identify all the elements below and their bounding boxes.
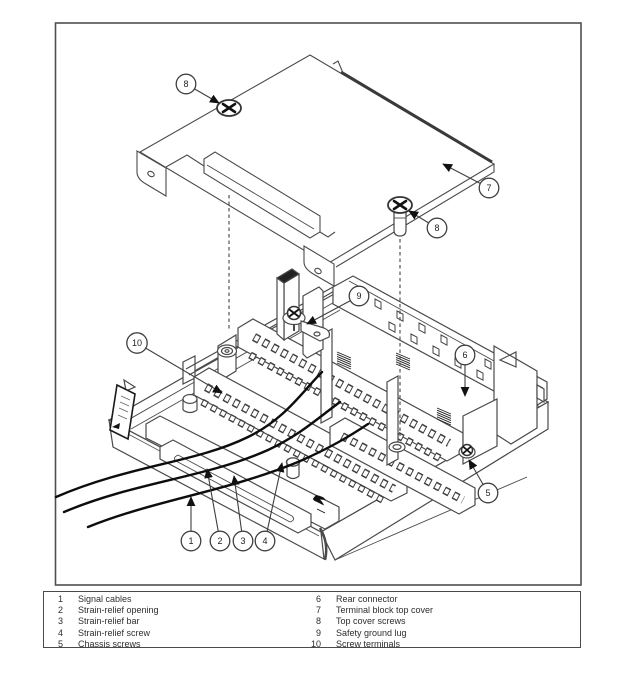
cable-3 bbox=[86, 422, 370, 529]
cover-front-tab bbox=[303, 245, 335, 287]
lug-post-cap bbox=[275, 268, 301, 284]
right-mounting-bracket bbox=[458, 344, 545, 465]
callout-3: 3 bbox=[230, 475, 254, 552]
legend-item-number: 5 bbox=[57, 638, 63, 649]
cable-2 bbox=[62, 400, 342, 514]
terminal-block-top-cover bbox=[136, 54, 496, 287]
callout-number: 5 bbox=[485, 488, 490, 498]
legend-item-label: Screw terminals bbox=[336, 638, 401, 649]
legend-item-label: Signal cables bbox=[78, 594, 132, 604]
callout-number: 7 bbox=[486, 183, 491, 193]
legend-item: 9 Safety ground lug bbox=[302, 628, 577, 639]
callouts: 8 7 8 9 10 6 5 bbox=[126, 73, 500, 552]
legend-item-label: Rear connector bbox=[336, 594, 398, 604]
standoff-grommet-left bbox=[216, 333, 238, 384]
legend-item-number: 7 bbox=[315, 605, 321, 616]
legend-item-number: 8 bbox=[315, 616, 321, 627]
callout-4: 4 bbox=[254, 462, 285, 552]
alignment-dashed-lines bbox=[228, 195, 401, 436]
legend-item-label: Terminal block top cover bbox=[336, 605, 434, 616]
callout-number: 3 bbox=[240, 536, 245, 546]
legend-item-number: 10 bbox=[310, 638, 321, 649]
legend-item: 10 Screw terminals bbox=[302, 639, 577, 650]
legend-item-number: 9 bbox=[315, 627, 321, 638]
label-logo-mark bbox=[112, 423, 120, 429]
legend-item: 7 Terminal block top cover bbox=[302, 605, 577, 616]
cover-fold-edge bbox=[340, 70, 493, 164]
top-cover-screw-right-icon bbox=[387, 196, 413, 237]
cover-left-tab-hole bbox=[147, 170, 155, 178]
legend-item-label: Strain-relief screw bbox=[78, 627, 151, 638]
legend-item-label: Top cover screws bbox=[336, 616, 406, 627]
legend-item: 8 Top cover screws bbox=[302, 616, 577, 627]
device-label bbox=[109, 383, 136, 441]
callout-number: 1 bbox=[188, 536, 193, 546]
figure-frame bbox=[54, 22, 582, 586]
cover-left-tab bbox=[136, 150, 167, 197]
callout-10: 10 bbox=[126, 332, 223, 394]
strain-relief-platform bbox=[145, 415, 340, 530]
lug-plate bbox=[300, 320, 331, 342]
standoff-grommet-right bbox=[388, 441, 406, 453]
callout-2: 2 bbox=[204, 468, 231, 552]
front-corner-curve bbox=[318, 527, 328, 561]
callout-5: 5 bbox=[468, 459, 499, 504]
bracket-triangle-hole bbox=[498, 351, 517, 368]
callout-8-right: 8 bbox=[408, 210, 448, 239]
legend-item: 3 Strain-relief bar bbox=[44, 616, 304, 627]
legend-item-number: 4 bbox=[57, 627, 63, 638]
legend-item-number: 6 bbox=[315, 594, 321, 604]
left-corner-cutout bbox=[123, 378, 137, 392]
legend-item-label: Chassis screws bbox=[78, 638, 141, 649]
top-cover-screw-left-icon bbox=[216, 99, 242, 117]
legend-item: 5 Chassis screws bbox=[44, 639, 304, 650]
legend-item: 1 Signal cables bbox=[44, 594, 304, 605]
screw-terminal-blocks bbox=[193, 318, 476, 515]
legend-item: 4 Strain-relief screw bbox=[44, 628, 304, 639]
cover-channel-step bbox=[319, 231, 336, 238]
signal-cables bbox=[54, 370, 370, 529]
callout-number: 9 bbox=[356, 291, 361, 301]
bracket-nub bbox=[536, 383, 545, 404]
legend-item-number: 3 bbox=[57, 616, 63, 627]
callout-number: 6 bbox=[462, 350, 467, 360]
callout-6: 6 bbox=[454, 344, 476, 397]
legend-item: 2 Strain-relief opening bbox=[44, 605, 304, 616]
legend-column-right: 6 Rear connector 7 Terminal block top cove… bbox=[302, 594, 577, 650]
callout-9: 9 bbox=[306, 285, 370, 325]
cable-1 bbox=[54, 370, 324, 499]
callout-number: 2 bbox=[217, 536, 222, 546]
cover-edge-step bbox=[165, 154, 205, 168]
legend-item-number: 2 bbox=[57, 605, 63, 616]
legend-item: 6 Rear connector bbox=[302, 594, 577, 605]
callout-7: 7 bbox=[442, 163, 500, 199]
legend-item-number: 1 bbox=[57, 594, 63, 604]
cover-front-lip bbox=[335, 164, 495, 268]
cover-notch bbox=[332, 60, 344, 74]
legend-item-label: Strain-relief opening bbox=[78, 605, 159, 616]
callout-1: 1 bbox=[180, 496, 202, 552]
callout-8-left: 8 bbox=[175, 73, 220, 104]
brand-glyph bbox=[313, 495, 326, 514]
callout-number: 10 bbox=[132, 338, 142, 348]
legend-item-label: Safety ground lug bbox=[336, 627, 407, 638]
cover-front-tab-hole bbox=[314, 267, 322, 275]
cover-channel-inner-line bbox=[206, 164, 315, 230]
callout-number: 4 bbox=[262, 536, 267, 546]
callout-number: 8 bbox=[434, 223, 439, 233]
legend-item-label: Strain-relief bar bbox=[78, 616, 140, 627]
callout-number: 8 bbox=[183, 79, 188, 89]
